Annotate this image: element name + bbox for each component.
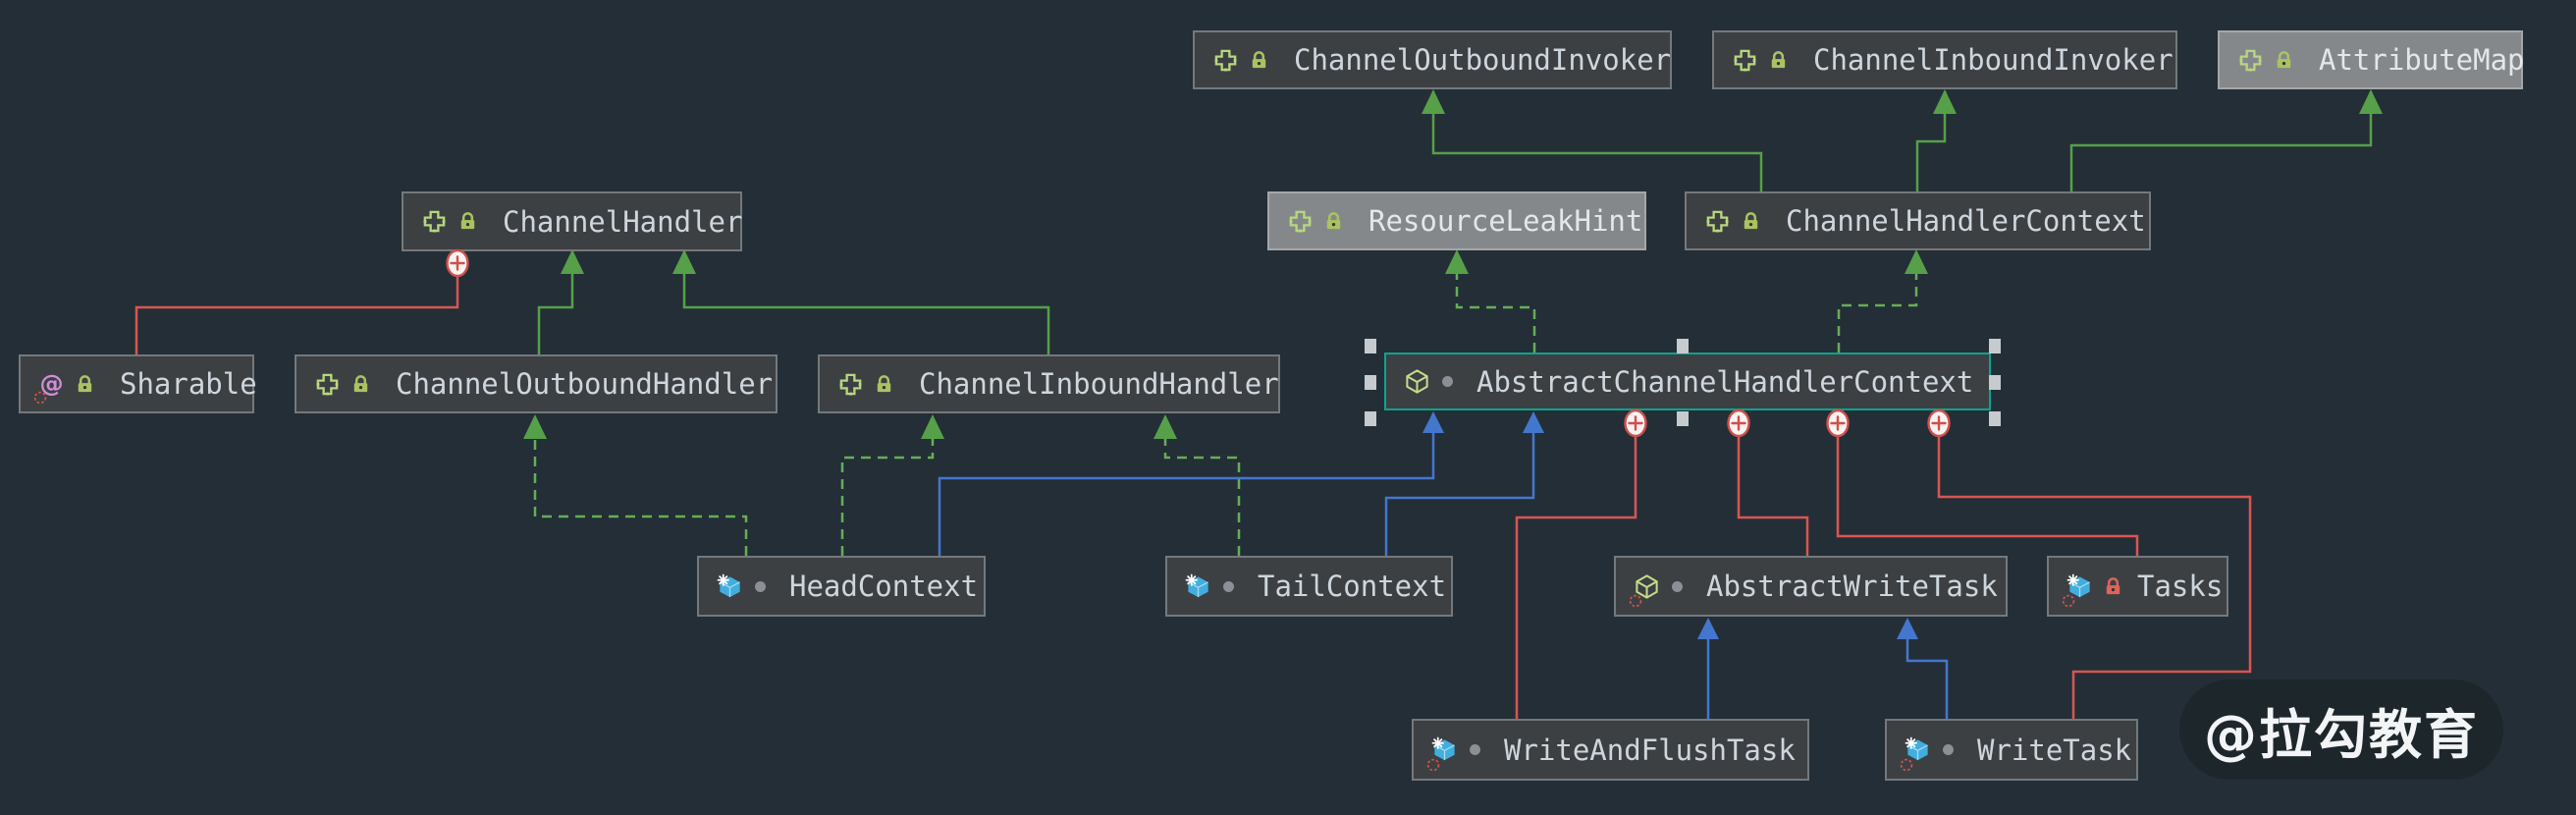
lock-icon <box>74 373 96 396</box>
package-private-dot <box>1223 580 1234 592</box>
edge-achc-creates-tasks <box>1836 436 2139 556</box>
association-plus-circle <box>446 248 469 278</box>
abstract-class-icon <box>1404 368 1430 395</box>
lock-icon <box>349 373 372 396</box>
final-class-icon <box>717 573 743 600</box>
class-node-tailcontext[interactable]: TailContext <box>1165 556 1453 617</box>
edge-cih-extends-channelhandler <box>672 249 1050 354</box>
edge-tail-extends-achc <box>1384 411 1544 556</box>
association-plus-circle <box>1927 408 1951 438</box>
class-node-headcontext[interactable]: HeadContext <box>697 556 986 617</box>
association-plus-circle <box>1727 408 1750 438</box>
class-name-label: ChannelOutboundInvoker <box>1294 43 1672 77</box>
package-private-dot <box>1943 744 1954 755</box>
edge-coh-extends-channelhandler <box>537 249 584 354</box>
watermark-text: @拉勾教育 <box>2204 703 2479 766</box>
class-name-label: HeadContext <box>789 570 979 603</box>
class-name-label: WriteAndFlushTask <box>1504 733 1796 767</box>
class-node-abstractchannelhandlercontext-selected[interactable]: AbstractChannelHandlerContext <box>1384 353 1991 410</box>
lock-icon <box>1248 49 1270 72</box>
lock-icon <box>1322 210 1345 233</box>
class-node-channelhandler[interactable]: ChannelHandler <box>402 191 742 251</box>
class-name-label: AbstractWriteTask <box>1706 570 1998 603</box>
edge-head-implements-coh <box>523 414 748 556</box>
interface-icon <box>1704 208 1731 235</box>
class-name-label: ChannelInboundHandler <box>919 367 1279 401</box>
package-private-dot <box>1470 744 1480 755</box>
interface-icon <box>1212 47 1239 74</box>
class-name-label: ChannelHandlerContext <box>1786 204 2146 238</box>
run-overlay-icon <box>33 391 47 405</box>
class-name-label: WriteTask <box>1977 733 2132 767</box>
run-overlay-icon <box>1426 758 1440 772</box>
association-plus-circle <box>1826 408 1850 438</box>
edge-achc-implements-chc <box>1837 249 1928 353</box>
watermark-badge: @拉勾教育 <box>2179 679 2503 780</box>
lock-icon <box>1740 210 1762 233</box>
edge-chc-extends-inboundinvoker <box>1915 89 1957 191</box>
class-name-label: Tasks <box>2137 570 2224 603</box>
class-name-label: ChannelInboundInvoker <box>1813 43 2174 77</box>
edge-tail-implements-cih <box>1154 414 1241 556</box>
interface-icon <box>314 371 341 398</box>
edge-head-implements-cih <box>840 414 944 556</box>
edge-head-extends-achc <box>938 411 1444 556</box>
class-node-channelhandlercontext[interactable]: ChannelHandlerContext <box>1685 191 2151 250</box>
final-class-icon <box>1185 573 1211 600</box>
class-name-label: TailContext <box>1258 570 1447 603</box>
edge-ch-annotated-sharable <box>134 276 459 354</box>
class-name-label: Sharable <box>120 367 257 401</box>
package-private-dot <box>1672 580 1683 592</box>
interface-icon <box>2237 47 2264 74</box>
lock-icon <box>2273 49 2295 72</box>
lock-icon <box>873 373 895 396</box>
class-node-writetask[interactable]: WriteTask <box>1885 719 2138 781</box>
lock-icon <box>456 210 479 233</box>
edge-achc-implements-resourceleakhint <box>1445 249 1536 353</box>
class-node-sharable[interactable]: Sharable <box>19 354 257 413</box>
edge-achc-creates-awt <box>1737 436 1809 556</box>
class-node-channeloutboundhandler[interactable]: ChannelOutboundHandler <box>295 354 778 413</box>
class-node-abstractwritetask[interactable]: AbstractWriteTask <box>1614 556 2008 617</box>
run-overlay-icon <box>1629 594 1642 608</box>
class-name-label: AttributeMap <box>2319 43 2525 77</box>
class-node-resourceleakhint[interactable]: ResourceLeakHint <box>1267 191 1646 250</box>
class-node-channelinboundhandler[interactable]: ChannelInboundHandler <box>818 354 1280 413</box>
run-overlay-icon <box>1900 758 1913 772</box>
edge-wt-extends-awt <box>1897 618 1949 719</box>
class-node-channelinboundinvoker[interactable]: ChannelInboundInvoker <box>1712 30 2177 89</box>
edge-chc-extends-outboundinvoker <box>1422 89 1763 191</box>
interface-icon <box>837 371 864 398</box>
package-private-dot <box>755 580 766 592</box>
association-plus-circle <box>1624 408 1647 438</box>
interface-icon <box>1732 47 1758 74</box>
class-node-channeloutboundinvoker[interactable]: ChannelOutboundInvoker <box>1193 30 1672 89</box>
run-overlay-icon <box>2062 594 2075 608</box>
interface-icon <box>421 208 448 235</box>
class-node-attributemap[interactable]: AttributeMap <box>2218 30 2525 89</box>
class-node-tasks[interactable]: Tasks <box>2047 556 2228 617</box>
edge-chc-extends-attributemap <box>2069 89 2383 191</box>
class-name-label: ResourceLeakHint <box>1368 204 1643 238</box>
package-private-dot <box>1442 376 1453 387</box>
class-name-label: AbstractChannelHandlerContext <box>1476 364 1974 399</box>
class-name-label: ChannelOutboundHandler <box>396 367 774 401</box>
interface-icon <box>1287 208 1314 235</box>
class-name-label: ChannelHandler <box>503 204 743 239</box>
lock-icon-private <box>2102 575 2124 598</box>
lock-icon <box>1767 49 1790 72</box>
class-node-writeandflushtask[interactable]: WriteAndFlushTask <box>1412 719 1809 781</box>
